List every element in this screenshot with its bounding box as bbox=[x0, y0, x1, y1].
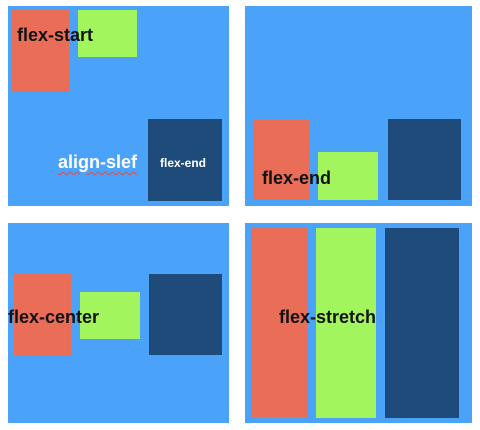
box-3 bbox=[385, 228, 459, 418]
flex-center-label: flex-center bbox=[8, 307, 100, 327]
panel-flex-center: flex-center bbox=[8, 223, 229, 423]
flex-start-label: flex-start bbox=[17, 25, 94, 45]
box-1 bbox=[12, 10, 69, 92]
box-3 bbox=[149, 274, 222, 355]
panel-flex-end: flex-end bbox=[245, 6, 472, 206]
align-self-label: align-slef bbox=[58, 152, 138, 172]
box-3 bbox=[148, 119, 222, 201]
flex-stretch-label: flex-stretch bbox=[279, 307, 377, 327]
box-2 bbox=[318, 152, 378, 200]
flex-end-label: flex-end bbox=[262, 168, 332, 188]
box-3 bbox=[388, 119, 461, 200]
panel-flex-stretch: flex-stretch bbox=[245, 223, 472, 423]
box-2 bbox=[316, 228, 376, 418]
box-1 bbox=[251, 228, 308, 418]
box-1 bbox=[14, 274, 71, 356]
box-2 bbox=[80, 292, 140, 339]
box-1 bbox=[253, 119, 310, 200]
panel-flex-start: flex-start align-slef flex-end bbox=[8, 6, 229, 206]
flex-end-inner-label: flex-end bbox=[160, 156, 207, 170]
box-2 bbox=[78, 10, 137, 57]
